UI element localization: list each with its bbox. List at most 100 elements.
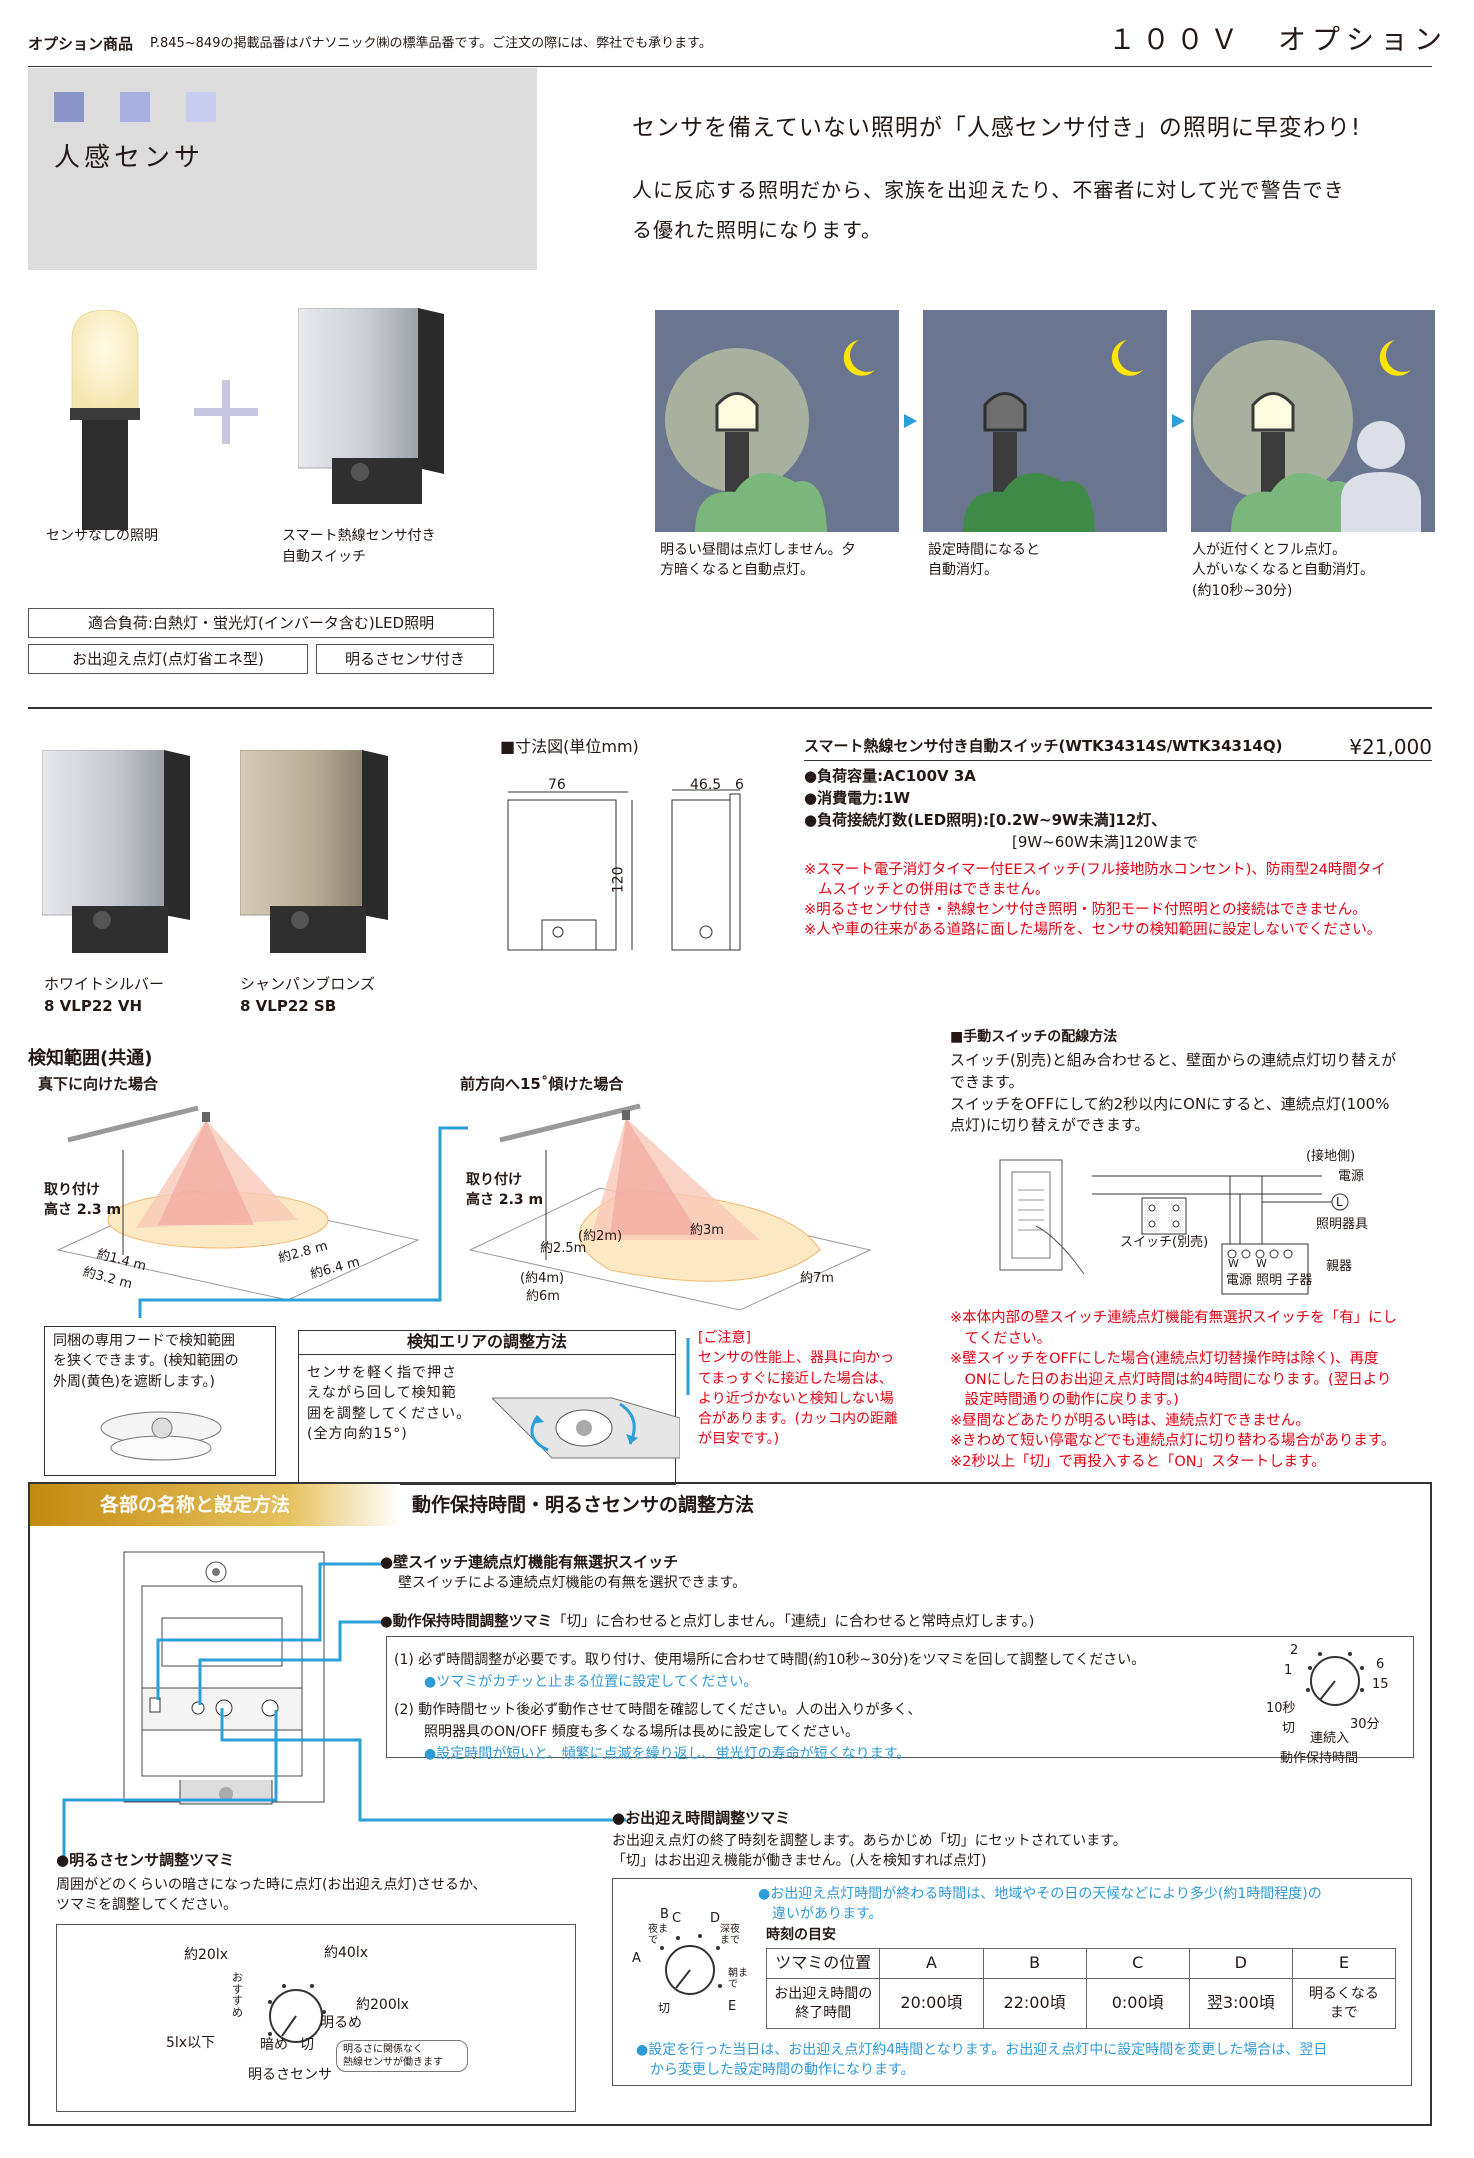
dial-10: 10秒 <box>1266 1701 1296 1716</box>
header-divider <box>28 66 1432 67</box>
wiring-terms: 電源 照明 子器 <box>1226 1273 1313 1288</box>
spec-note: ※スマート電子消灯タイマー付EEスイッチ(フル接地防水コンセント)、防雨型24時… <box>804 862 1386 878</box>
detect-tilt-height: 取り付け高さ 2.3 m <box>466 1172 544 1209</box>
welcome-foot2: から変更した設定時間の動作になります。 <box>636 2062 915 2078</box>
bright-label: 明るさセンサ <box>248 2067 332 2083</box>
adjust-illustration <box>492 1397 680 1459</box>
vh-image <box>42 750 190 953</box>
wiring-unit: 親器 <box>1326 1259 1353 1274</box>
table-cell: 0:00頃 <box>1085 1978 1190 2029</box>
bright-kiri: 切 <box>300 2037 314 2053</box>
hold-l1: (1) 必ず時間調整が必要です。取り付け、使用場所に合わせて時間(約10秒~30… <box>394 1652 1146 1668</box>
welcome-note2: 違いがあります。 <box>758 1906 883 1922</box>
wdial-c: C <box>672 1911 682 1926</box>
detect-t5: 約6m <box>526 1289 560 1304</box>
dims-drawing <box>507 789 741 951</box>
table-header: C <box>1085 1948 1190 1979</box>
detect-tilt: 前方向へ15˚傾けた場合 <box>460 1075 624 1093</box>
scene-3 <box>1191 310 1435 532</box>
scene-2-caption: 設定時間になると自動消灯。 <box>928 542 1040 579</box>
swatch <box>54 92 84 122</box>
welcome-table: ツマミの位置 A B C D E お出迎え時間の終了時間 20:00頃 22:0… <box>765 1948 1397 2029</box>
sb-name: シャンパンブロンズ <box>240 975 376 993</box>
bright-l40: 約40lx <box>324 1945 368 1961</box>
manual-title: ■手動スイッチの配線方法 <box>950 1029 1118 1045</box>
settings-tab: 各部の名称と設定方法 <box>30 1484 400 1526</box>
detect-t4: (約4m) <box>520 1271 565 1286</box>
detect-t6: 約7m <box>800 1271 834 1286</box>
dim-width: 76 <box>548 777 566 793</box>
table-header: D <box>1188 1948 1293 1979</box>
wdial-shinya: 深夜まで <box>720 1924 740 1946</box>
spec-item: ●負荷接続灯数(LED照明):[0.2W~9W未満]12灯、 <box>804 811 1167 829</box>
bright-l5: 5lx以下 <box>166 2035 216 2051</box>
scene-1 <box>655 310 899 532</box>
header-label: オプション商品 <box>28 35 134 53</box>
settings-tab-label: 各部の名称と設定方法 <box>100 1494 291 1516</box>
wdial-asa: 朝まで <box>728 1968 748 1990</box>
scene-1-caption: 明るい昼間は点灯しません。夕方暗くなると自動点灯。 <box>660 542 856 579</box>
welcome-d1: お出迎え点灯の終了時刻を調整します。あらかじめ「切」にセットされています。 <box>612 1833 1127 1849</box>
header: オプション商品 P.845~849の掲載品番はパナソニック㈱の標準品番です。ご注… <box>28 23 1448 70</box>
vh-code: 8 VLP22 VH <box>44 997 143 1015</box>
detect-t2: 約2.5m <box>540 1241 587 1256</box>
section-title: 人感センサ <box>54 143 205 173</box>
scene-3-caption: 人が近付くとフル点灯。人がいなくなると自動消灯。(約10秒~30分) <box>1192 542 1374 599</box>
bright-d1: 周囲がどのくらいの暗さになった時に点灯(お出迎え点灯)させるか、 <box>56 1877 487 1893</box>
dial-6: 6 <box>1376 1657 1385 1672</box>
bright-dial <box>268 1984 326 2043</box>
welcome-title: ●お出迎え時間調整ツマミ <box>612 1809 791 1827</box>
section-panel: 人感センサ <box>28 68 537 270</box>
spec-underline <box>804 760 1432 761</box>
load-tag: 適合負荷:白熱灯・蛍光灯(インバータ含む)LED照明 <box>28 608 494 638</box>
hold-l5: ●設定時間が短いと、頻繁に点滅を繰り返し、蛍光灯の寿命が短くなります。 <box>424 1746 911 1762</box>
spec-item: ●消費電力:1W <box>804 789 911 807</box>
table-header: B <box>982 1948 1087 1979</box>
wiring-fixture: 照明器具 <box>1316 1217 1369 1232</box>
desc-line2: る優れた照明になります。 <box>632 218 882 242</box>
bright-note: 明るさに関係なく熱線センサが働きます <box>336 2040 468 2072</box>
wall-title: ●壁スイッチ連続点灯機能有無選択スイッチ <box>380 1553 679 1571</box>
dim-depth: 46.5 <box>690 777 722 793</box>
spec-note: ※人や車の往来がある道路に面した場所を、センサの検知範囲に設定しないでください。 <box>804 922 1382 938</box>
detect-height: 取り付け高さ 2.3 m <box>44 1182 122 1219</box>
wdial-yoru: 夜まで <box>648 1924 668 1946</box>
plus-icon <box>194 380 258 444</box>
swatch <box>120 92 150 122</box>
detect-title: 検知範囲(共通) <box>28 1048 153 1069</box>
hood-box: 同梱の専用フードで検知範囲を狭くできます。(検知範囲の外周(黄色)を遮断します。… <box>44 1326 276 1476</box>
headline: センサを備えていない照明が「人感センサ付き」の照明に早変わり! <box>632 115 1362 141</box>
wiring-l: L <box>1336 1195 1343 1209</box>
dial-label: 動作保持時間 <box>1280 1751 1359 1766</box>
bright-dark: 暗め <box>260 2037 288 2053</box>
welcome-dial <box>660 1934 722 1995</box>
wiring-power: 電源 <box>1338 1169 1365 1184</box>
spec-title: スマート熱線センサ付き自動スイッチ(WTK34314S/WTK34314Q) <box>804 737 1283 755</box>
dial-cont: 連続入 <box>1310 1731 1350 1746</box>
sb-image <box>240 750 388 953</box>
adjust-box: 検知エリアの調整方法 センサを軽く指で押さえながら回して検知範囲を調整してくださ… <box>298 1330 676 1485</box>
plain-light-image <box>70 310 140 530</box>
table-cell: 20:00頃 <box>879 1978 984 2029</box>
bright-title: ●明るさセンサ調整ツマミ <box>56 1851 235 1869</box>
table-cell: 22:00頃 <box>982 1978 1087 2029</box>
hold-heading: ●動作保持時間調整ツマミ「切」に合わせると点灯しません。「連続」に合わせると常時… <box>380 1614 1035 1630</box>
table-cell: 翌3:00頃 <box>1188 1978 1293 2029</box>
spec-note: ※明るさセンサ付き・熱線センサ付き照明・防犯モード付照明との接続はできません。 <box>804 902 1367 918</box>
settings-box <box>28 1482 1432 2126</box>
wiring-switch: スイッチ(別売) <box>1120 1235 1209 1250</box>
desc-line1: 人に反応する照明だから、家族を出迎えたり、不審者に対して光で警告でき <box>632 178 1345 202</box>
plain-light-label: センサなしの照明 <box>46 528 158 544</box>
manual-notes: ※本体内部の壁スイッチ連続点灯機能有無選択スイッチを「有」にし てください。※壁… <box>950 1310 1398 1471</box>
settings-title: 動作保持時間・明るさセンサの調整方法 <box>412 1494 755 1516</box>
header-note: P.845~849の掲載品番はパナソニック㈱の標準品番です。ご注文の際には、弊社… <box>150 36 712 51</box>
detect-t1: (約2m) <box>578 1229 623 1244</box>
adjust-title: 検知エリアの調整方法 <box>299 1331 675 1355</box>
welcome-note1: ●お出迎え点灯時間が終わる時間は、地域やその日の天候などにより多少(約1時間程度… <box>758 1886 1322 1902</box>
sb-code: 8 VLP22 SB <box>240 997 337 1015</box>
hood-image <box>100 1411 222 1461</box>
table-row-label: お出迎え時間の終了時間 <box>765 1978 881 2029</box>
sensor-switch-image <box>298 308 444 504</box>
dial-1: 1 <box>1284 1663 1293 1678</box>
